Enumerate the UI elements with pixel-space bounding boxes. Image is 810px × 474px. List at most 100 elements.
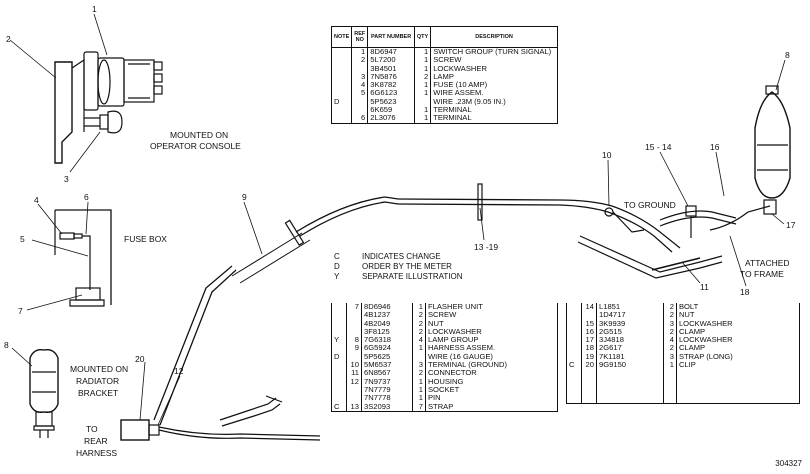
ref-cell <box>351 64 369 73</box>
part-number-cell <box>596 369 664 378</box>
header-note: NOTE <box>330 26 353 48</box>
legend-text: ORDER BY THE METER <box>362 262 452 271</box>
callout-5: 5 <box>20 234 25 244</box>
note-attached-1: ATTACHED <box>745 258 790 268</box>
ref-cell: 8 <box>346 335 362 345</box>
part-number-cell <box>596 385 664 395</box>
table-row <box>566 385 801 395</box>
figure-id: 304327 <box>775 459 802 468</box>
ref-cell: 5 <box>351 89 369 98</box>
note-mounted-console-1: MOUNTED ON <box>170 130 228 140</box>
main-harness <box>153 183 723 427</box>
note-cell <box>566 336 582 345</box>
part-number-cell <box>596 377 664 386</box>
note-mounted-console-2: OPERATOR CONSOLE <box>150 141 241 151</box>
description-cell: SOCKET <box>424 385 559 395</box>
ref-cell <box>351 106 369 115</box>
description-cell: PIN <box>424 393 559 403</box>
note-to-ground: TO GROUND <box>624 200 676 210</box>
description-cell: SCREW <box>430 55 558 65</box>
ref-cell: 4 <box>351 80 369 90</box>
qty-cell: 1 <box>413 114 432 124</box>
description-cell: CLIP <box>675 360 801 370</box>
header-part-number: PART NUMBER <box>367 26 415 48</box>
ref-cell <box>581 369 597 378</box>
header-qty: QTY <box>413 26 432 48</box>
qty-cell <box>413 97 432 107</box>
callout-1: 1 <box>92 4 97 14</box>
table-row <box>566 394 801 404</box>
description-cell: SWITCH GROUP (TURN SIGNAL) <box>430 47 558 57</box>
callout-17: 17 <box>786 220 796 230</box>
note-cell <box>566 311 582 320</box>
callout-10: 10 <box>602 150 612 160</box>
callout-20: 20 <box>135 354 145 364</box>
note-mounted-radiator-1: MOUNTED ON <box>70 364 128 374</box>
note-cell <box>566 377 582 386</box>
callout-16: 16 <box>710 142 720 152</box>
callout-8-right: 8 <box>785 50 790 60</box>
callout-11: 11 <box>700 282 709 292</box>
ref-cell <box>581 394 597 404</box>
part-number-cell: 9G9150 <box>596 360 664 370</box>
note-cell: D <box>331 352 347 362</box>
turn-signal-switch-group <box>54 51 163 164</box>
legend-text: INDICATES CHANGE <box>362 252 441 261</box>
note-to-rear-1: TO <box>86 424 98 434</box>
part-number-cell <box>596 394 664 404</box>
callout-9: 9 <box>242 192 247 202</box>
ref-cell: 3 <box>351 72 369 82</box>
note-cell <box>330 114 353 124</box>
description-cell: FLASHER UNIT <box>424 302 559 312</box>
ref-cell: 19 <box>581 352 597 362</box>
note-cell <box>566 319 582 328</box>
ref-cell: 18 <box>581 344 597 353</box>
qty-cell: 1 <box>413 64 432 73</box>
note-cell <box>330 72 353 82</box>
ref-cell <box>346 385 362 395</box>
note-cell <box>566 344 582 353</box>
description-cell: LOCKWASHER <box>424 327 559 337</box>
table-row <box>566 377 801 386</box>
part-number-cell: 2L3076 <box>367 114 415 124</box>
note-cell <box>331 385 347 395</box>
ref-cell <box>581 311 597 320</box>
description-cell: STRAP <box>424 402 559 412</box>
callout-12: 12 <box>174 366 184 376</box>
ref-cell: 6 <box>351 114 369 124</box>
note-cell <box>566 303 582 312</box>
callout-4: 4 <box>34 195 39 205</box>
ref-cell <box>346 311 362 320</box>
legend-code: D <box>334 262 340 271</box>
note-cell: D <box>330 97 353 107</box>
lamp-group-left <box>29 348 59 438</box>
note-cell <box>330 64 353 73</box>
qty-cell: 7 <box>411 402 426 412</box>
ref-cell: 9 <box>346 344 362 353</box>
ref-cell <box>346 327 362 337</box>
note-cell <box>330 47 353 57</box>
description-cell: BOLT <box>675 302 801 312</box>
ref-cell: 16 <box>581 327 597 337</box>
note-mounted-radiator-3: BRACKET <box>78 388 118 398</box>
note-cell <box>331 369 347 378</box>
callout-8-left: 8 <box>4 340 9 350</box>
qty-cell <box>662 385 677 395</box>
fuse-box <box>54 209 112 307</box>
callout-18: 18 <box>740 287 750 297</box>
description-cell <box>675 385 801 395</box>
ref-cell: 2 <box>351 55 369 65</box>
header-ref-no: REF NO <box>351 26 369 48</box>
